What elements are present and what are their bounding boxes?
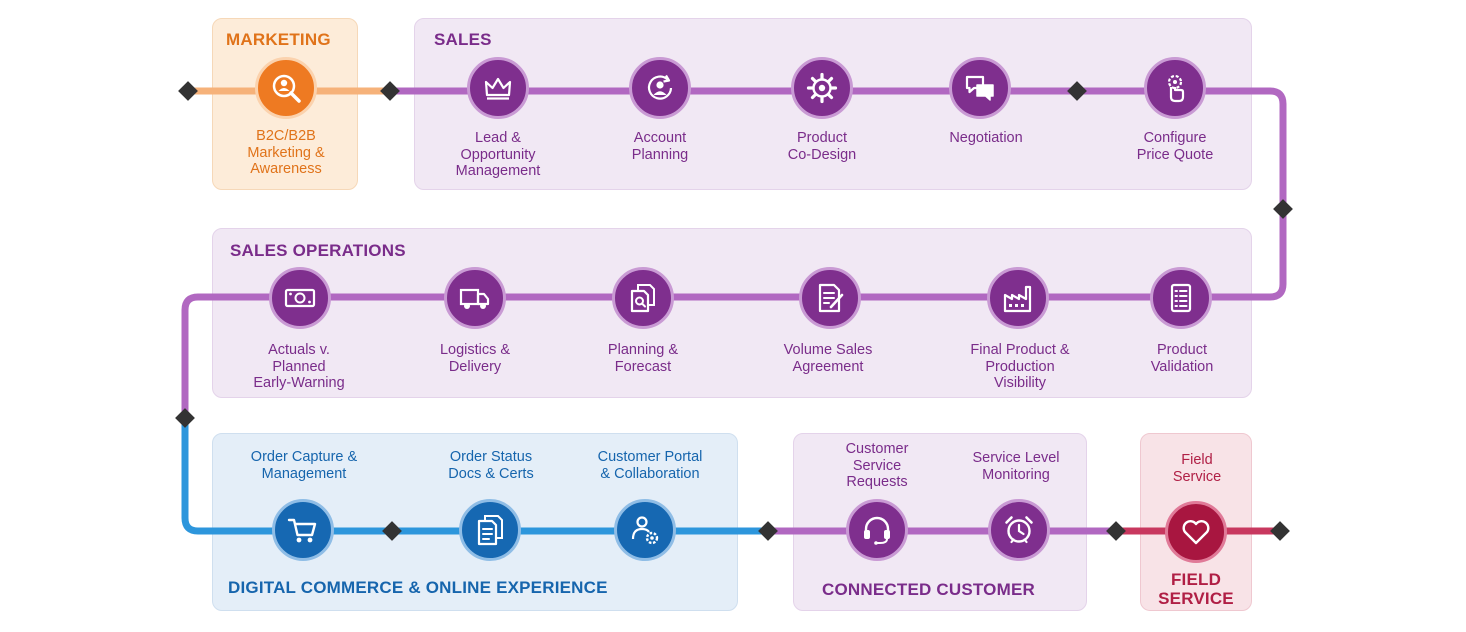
connected-customer-title: CONNECTED CUSTOMER [822, 580, 1035, 599]
connector-diamond [758, 521, 778, 541]
truck-icon [459, 288, 490, 309]
user-cycle-icon [647, 74, 673, 100]
factory-icon [1003, 285, 1032, 313]
step-lead-opportunity-label: Lead & Opportunity Management [455, 130, 541, 179]
step-final-product-visibility-label: Final Product & Production Visibility [970, 342, 1070, 391]
step-service-level-monitoring-label: Service Level Monitoring [972, 450, 1060, 483]
hand-gear-icon [1167, 74, 1185, 103]
step-customer-portal [614, 499, 676, 561]
step-logistics-delivery [444, 267, 506, 329]
checklist-icon [1170, 283, 1192, 313]
step-marketing-awareness-label: B2C/B2B Marketing & Awareness [247, 128, 325, 177]
connector-diamond [382, 521, 402, 541]
step-planning-forecast-label: Planning & Forecast [607, 342, 679, 375]
step-product-codesign [791, 57, 853, 119]
connector-diamond [175, 408, 195, 428]
step-service-level-monitoring [988, 499, 1050, 561]
heart-icon [1182, 520, 1210, 545]
step-planning-forecast [612, 267, 674, 329]
step-configure-price-quote-label: Configure Price Quote [1136, 130, 1214, 163]
connector-diamond [1067, 81, 1087, 101]
connector-diamond [178, 81, 198, 101]
step-negotiation-label: Negotiation [949, 130, 1023, 146]
marketing-title: MARKETING [226, 30, 331, 49]
step-order-capture [272, 499, 334, 561]
headset-icon [864, 516, 890, 545]
step-logistics-delivery-label: Logistics & Delivery [439, 342, 511, 375]
cart-icon [287, 518, 317, 543]
contract-icon [818, 283, 844, 313]
sales-operations-panel [212, 228, 1252, 398]
step-lead-opportunity [467, 57, 529, 119]
step-field-service [1165, 501, 1227, 563]
step-field-service-label: Field Service [1172, 452, 1222, 485]
step-order-capture-label: Order Capture & Management [250, 449, 358, 482]
step-actuals-vs-planned-label: Actuals v. Planned Early-Warning [253, 342, 345, 391]
step-order-status-docs-label: Order Status Docs & Certs [448, 449, 534, 482]
user-gear-icon [631, 516, 659, 545]
gear-icon [806, 72, 838, 104]
step-volume-sales-agreement [799, 267, 861, 329]
sales-operations-title: SALES OPERATIONS [230, 241, 406, 260]
document-icon [477, 515, 503, 546]
alarm-clock-icon [1005, 516, 1033, 544]
cash-icon [284, 288, 316, 308]
step-negotiation [949, 57, 1011, 119]
step-actuals-vs-planned [269, 267, 331, 329]
step-customer-portal-label: Customer Portal & Collaboration [597, 449, 703, 482]
step-product-validation [1150, 267, 1212, 329]
step-customer-service-requests [846, 499, 908, 561]
step-final-product-visibility [987, 267, 1049, 329]
sales-title: SALES [434, 30, 492, 49]
chat-bubbles-icon [965, 75, 994, 101]
connector-diamond [1273, 199, 1293, 219]
connector-diamond [380, 81, 400, 101]
connector-diamond [1106, 521, 1126, 541]
step-account-planning-label: Account Planning [631, 130, 689, 163]
field-service-title: FIELD SERVICE [1158, 570, 1234, 608]
step-order-status-docs [459, 499, 521, 561]
step-marketing-awareness [255, 57, 317, 119]
sales-flow-line [181, 87, 1287, 418]
crown-icon [484, 77, 512, 100]
digital-commerce-title: DIGITAL COMMERCE & ONLINE EXPERIENCE [228, 578, 608, 597]
connector-diamond [1270, 521, 1290, 541]
step-configure-price-quote [1144, 57, 1206, 119]
digital-flow-line [181, 418, 768, 535]
documents-icon [630, 284, 655, 313]
step-customer-service-requests-label: Customer Service Requests [845, 441, 909, 490]
step-account-planning [629, 57, 691, 119]
magnifier-person-icon [272, 74, 301, 103]
step-product-codesign-label: Product Co-Design [787, 130, 857, 163]
step-volume-sales-agreement-label: Volume Sales Agreement [783, 342, 873, 375]
step-product-validation-label: Product Validation [1150, 342, 1214, 375]
